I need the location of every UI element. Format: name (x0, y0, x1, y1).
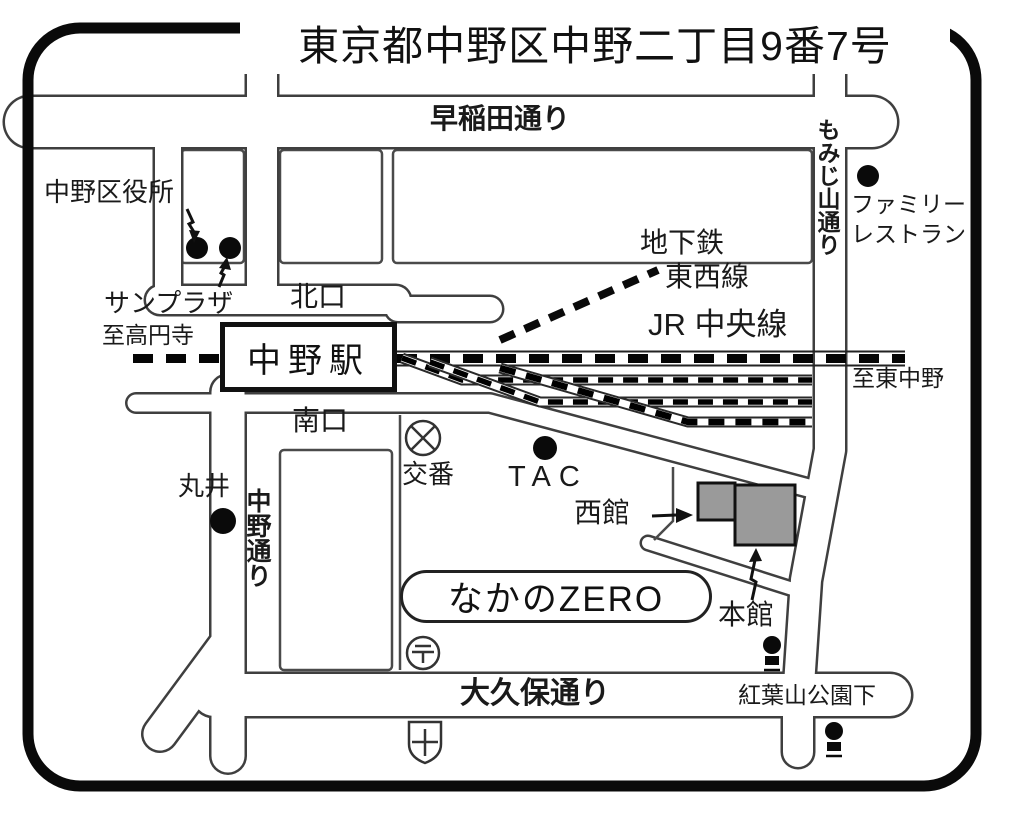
ward-office-label: 中野区役所 (44, 177, 175, 207)
pointer-arrows (185, 208, 762, 601)
post-office-icon (405, 635, 441, 671)
location-dots (186, 165, 879, 534)
west-building-label: 西館 (574, 497, 631, 528)
station-south-exit-label: 南口 (292, 405, 349, 436)
main-building-shape (733, 483, 797, 547)
jr-chuo-line-track (133, 350, 905, 367)
rail-label-tozai-line: 東西線 (665, 261, 750, 292)
rail-sidings (400, 352, 812, 428)
venue-buildings (696, 481, 797, 547)
ward-office-dot (186, 237, 208, 259)
sunplaza-dot (219, 237, 241, 259)
nakano-station-box: 中野駅 (220, 322, 397, 392)
rail-label-subway: 地下鉄 (640, 227, 725, 258)
tac-label: TAC (508, 461, 588, 493)
sunplaza-label: サンプラザ (104, 288, 234, 318)
road-label-waseda-dori: 早稲田通り (430, 103, 571, 134)
tozai-line-track (498, 266, 660, 344)
police-box-label: 交番 (402, 459, 455, 489)
family-restaurant-label-line2: レストラン (851, 221, 966, 247)
bus-stop-icon (825, 722, 843, 758)
marui-label: 丸井 (178, 471, 231, 501)
main-building-label: 本館 (718, 599, 775, 630)
roads (2, 12, 914, 775)
nakano-zero-label: なかのZERO (400, 570, 712, 623)
marui-dot (210, 508, 236, 534)
rail-label-to-higashi-nakano: 至東中野 (852, 365, 944, 391)
tac-dot (533, 436, 557, 460)
block-edges (398, 415, 675, 670)
police-box-icon (404, 419, 442, 457)
family-restaurant-dot (857, 165, 879, 187)
station-north-exit-label: 北口 (290, 281, 347, 312)
hospital-icon (407, 720, 443, 765)
road-label-okubo-dori: 大久保通り (460, 677, 610, 710)
address-title: 東京都中野区中野二丁目9番7号 (240, 10, 950, 74)
west-building-shape (696, 481, 737, 522)
road-label-momijiyama-dori: もみじ山通り (814, 118, 840, 256)
city-blocks (179, 148, 814, 672)
rail-label-jr-chuo-line: JR 中央線 (648, 307, 788, 342)
rail-label-to-koenji: 至高円寺 (102, 322, 194, 348)
road-label-nakano-dori: 中野通り (243, 488, 271, 588)
family-restaurant-label-line1: ファミリー (851, 191, 966, 217)
bus-stop-icon (763, 636, 781, 672)
momijiyama-koen-shita-label: 紅葉山公園下 (738, 682, 876, 708)
